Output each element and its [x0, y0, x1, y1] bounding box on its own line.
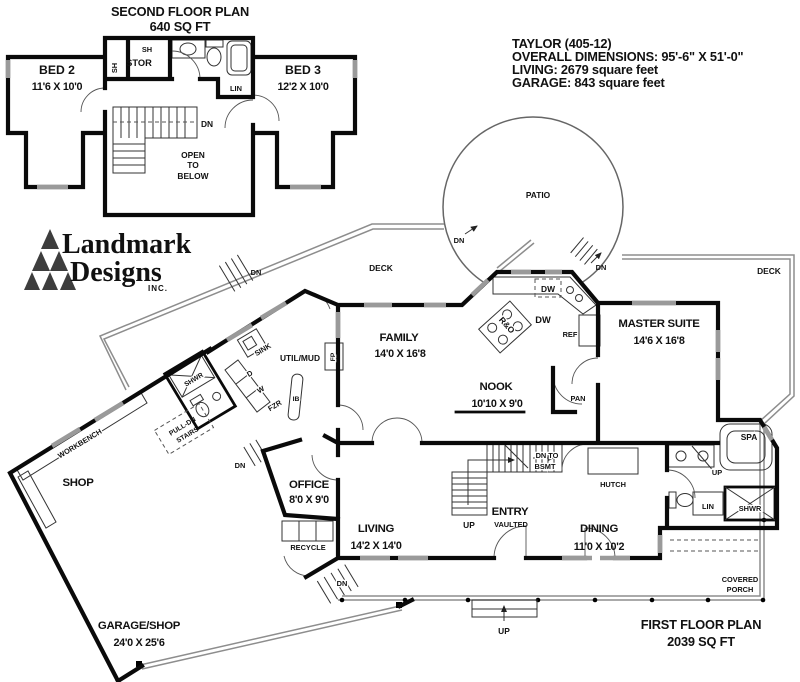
- label-dining: DINING: [580, 523, 619, 535]
- second-floor-area: 640 SQ FT: [150, 19, 211, 34]
- label-bsmt: BSMT: [535, 462, 556, 471]
- label-porch: PORCH: [727, 585, 754, 594]
- first-floor-area: 2039 SQ FT: [667, 634, 735, 649]
- kitchen-floor-mask: [462, 274, 598, 330]
- label-dw-box: DW: [541, 284, 555, 294]
- label-nook: NOOK: [480, 381, 514, 393]
- hutch-cabinet: [587, 447, 639, 475]
- porch-steps: [471, 599, 538, 621]
- overall-dimensions: OVERALL DIMENSIONS: 95'-6" X 51'-0": [512, 49, 744, 64]
- label-ref: REF: [563, 330, 578, 339]
- logo-triangles-icon: [24, 229, 76, 290]
- second-floor-walls: [5, 35, 358, 218]
- label-bed2-dim: 11'6 X 10'0: [32, 81, 83, 93]
- recycle-bins: [281, 520, 334, 542]
- label-master: MASTER SUITE: [618, 318, 700, 330]
- label-up-stairs: UP: [463, 520, 475, 530]
- label-up-spa: UP: [712, 468, 722, 477]
- first-floor-windows: [50, 269, 774, 561]
- second-floor-windows: [5, 60, 358, 190]
- first-floor-walls: [7, 269, 780, 682]
- label-living: LIVING: [358, 523, 395, 535]
- label-office: OFFICE: [289, 479, 330, 491]
- label-dn-util: DN: [235, 461, 246, 470]
- porch-dashed-edge: [670, 539, 758, 552]
- label-bed3: BED 3: [285, 63, 321, 77]
- label-dn-garage: DN: [337, 579, 348, 588]
- main-stairs: [451, 442, 531, 516]
- label-pan: PAN: [570, 394, 585, 403]
- label-dn-patio-left: DN: [454, 236, 465, 245]
- label-family-dim: 14'0 X 16'8: [374, 348, 425, 360]
- label-dryer: D: [245, 368, 255, 379]
- label-dn-to: DN TO: [536, 451, 559, 460]
- label-open-to: TO: [187, 160, 199, 170]
- garage-area: GARAGE: 843 square feet: [512, 75, 666, 90]
- first-floor-title: FIRST FLOOR PLAN: [641, 617, 762, 632]
- second-floor-labels: SECOND FLOOR PLAN 640 SQ FT BED 2 11'6 X…: [32, 4, 329, 181]
- label-sh-top: SH: [142, 45, 152, 54]
- label-stor: STOR: [126, 58, 152, 68]
- label-garage: GARAGE/SHOP: [98, 620, 181, 632]
- label-family: FAMILY: [380, 332, 420, 344]
- label-dn-2f: DN: [201, 119, 213, 129]
- label-dining-dim: 11'0 X 10'2: [574, 541, 625, 553]
- label-recycle: RECYCLE: [290, 543, 325, 552]
- label-up-porch: UP: [498, 626, 510, 636]
- master-bath-fixtures: [667, 423, 777, 522]
- label-lin-2f: LIN: [230, 84, 242, 93]
- label-living-dim: 14'2 X 14'0: [350, 540, 401, 552]
- landmark-logo: Landmark Designs INC.: [24, 229, 192, 293]
- label-open-below: BELOW: [177, 171, 208, 181]
- label-fp: FP: [330, 352, 337, 361]
- label-washer: W: [255, 384, 266, 395]
- label-lin-bath: LIN: [702, 502, 714, 511]
- living-area: LIVING: 2679 square feet: [512, 62, 659, 77]
- garage-door: [136, 602, 403, 670]
- title-block: TAYLOR (405-12) OVERALL DIMENSIONS: 95'-…: [512, 36, 744, 90]
- label-garage-dim: 24'0 X 25'6: [113, 637, 164, 649]
- logo-suffix: INC.: [148, 284, 168, 293]
- plan-name: TAYLOR (405-12): [512, 36, 611, 51]
- label-dn-deck-left: DN: [251, 268, 262, 277]
- label-bed3-dim: 12'2 X 10'0: [277, 81, 328, 93]
- label-deck-left: DECK: [369, 263, 393, 273]
- label-hutch: HUTCH: [600, 480, 626, 489]
- label-patio: PATIO: [526, 190, 551, 200]
- second-floor-fixtures: [80, 39, 280, 174]
- label-open: OPEN: [181, 150, 205, 160]
- second-floor-title: SECOND FLOOR PLAN: [111, 4, 249, 19]
- label-nook-dim: 10'10 X 9'0: [471, 398, 522, 410]
- label-util-mud: UTIL/MUD: [280, 353, 320, 363]
- label-dn-patio-right: DN: [596, 263, 607, 272]
- deck-stairs: [218, 225, 602, 604]
- label-shwr-bath: SHWR: [739, 504, 762, 513]
- label-ib: IB: [293, 396, 300, 403]
- label-bed2: BED 2: [39, 63, 75, 77]
- label-spa: SPA: [741, 432, 758, 442]
- label-dw: DW: [535, 315, 551, 325]
- label-vaulted: VAULTED: [494, 520, 528, 529]
- label-covered: COVERED: [722, 575, 759, 584]
- logo-word1: Landmark: [62, 229, 192, 260]
- label-sh-side: SH: [110, 63, 119, 73]
- util-fixtures: [153, 328, 344, 467]
- label-entry: ENTRY: [492, 506, 529, 518]
- first-floor-doors: [283, 291, 696, 577]
- deck-outline: [98, 223, 795, 601]
- label-office-dim: 8'0 X 9'0: [289, 494, 329, 506]
- label-shop: SHOP: [62, 477, 94, 489]
- logo-word2: Designs: [70, 257, 162, 288]
- label-master-dim: 14'6 X 16'8: [633, 335, 684, 347]
- label-deck-right: DECK: [757, 266, 781, 276]
